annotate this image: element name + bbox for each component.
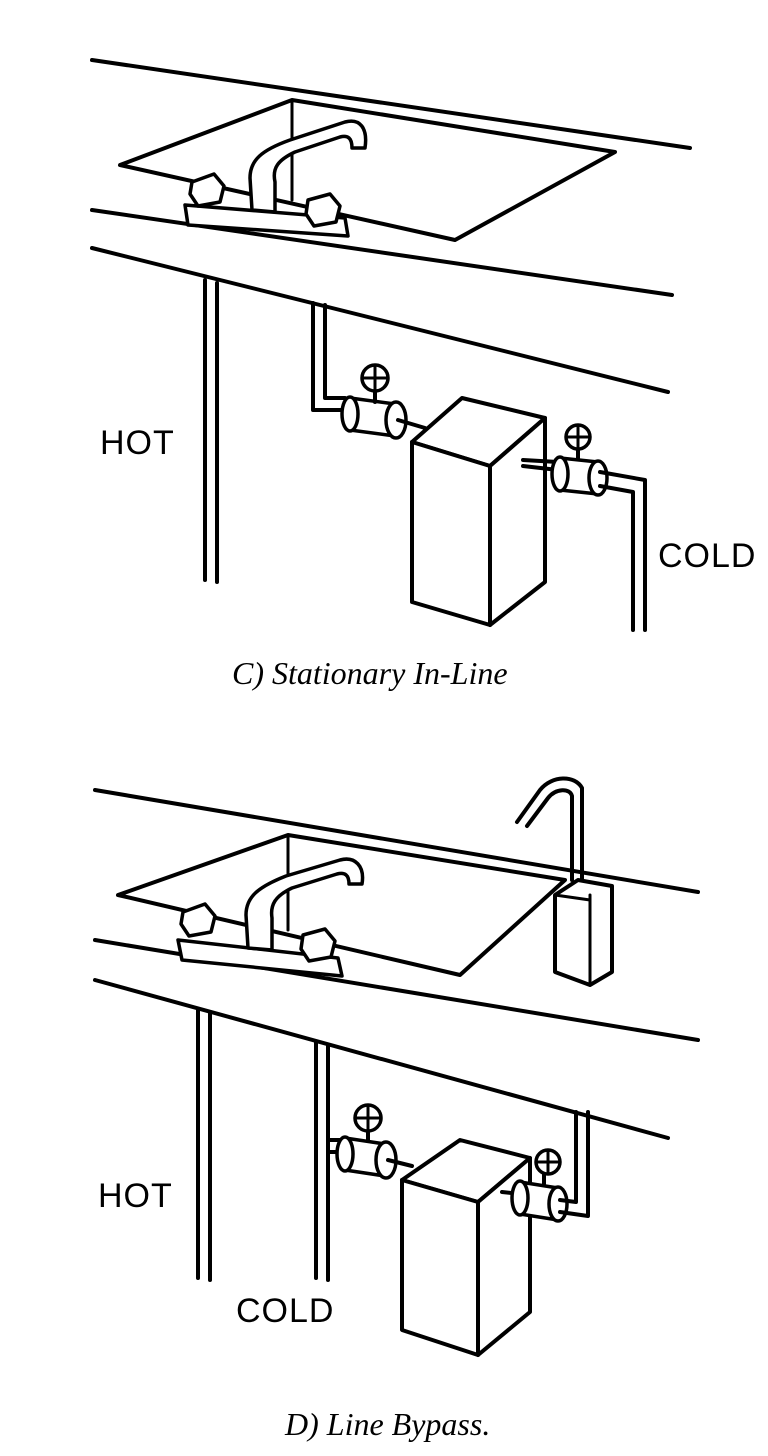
spout-supply-line-d (558, 1110, 590, 1218)
hot-pipe-c (203, 278, 219, 584)
caption-c: C) Stationary In-Line (232, 655, 508, 691)
hot-label-d: HOT (98, 1177, 173, 1215)
valve-right-d (500, 1148, 569, 1223)
filter-canister-c (410, 396, 547, 627)
cold-label-c: COLD (658, 537, 757, 575)
caption-d: D) Line Bypass. (285, 1406, 491, 1442)
cold-pipe-in-c (311, 301, 347, 412)
drinking-spout-d (515, 776, 614, 987)
cold-pipe-out-c (598, 470, 647, 632)
faucet-d (176, 857, 365, 978)
filter-canister-d (400, 1138, 532, 1357)
faucet-c (183, 119, 368, 238)
valve-left-c (340, 363, 427, 440)
hot-label-c: HOT (100, 424, 175, 462)
cold-label-d: COLD (236, 1292, 335, 1330)
valve-left-d (335, 1103, 414, 1180)
hot-pipe-d (196, 1008, 212, 1282)
